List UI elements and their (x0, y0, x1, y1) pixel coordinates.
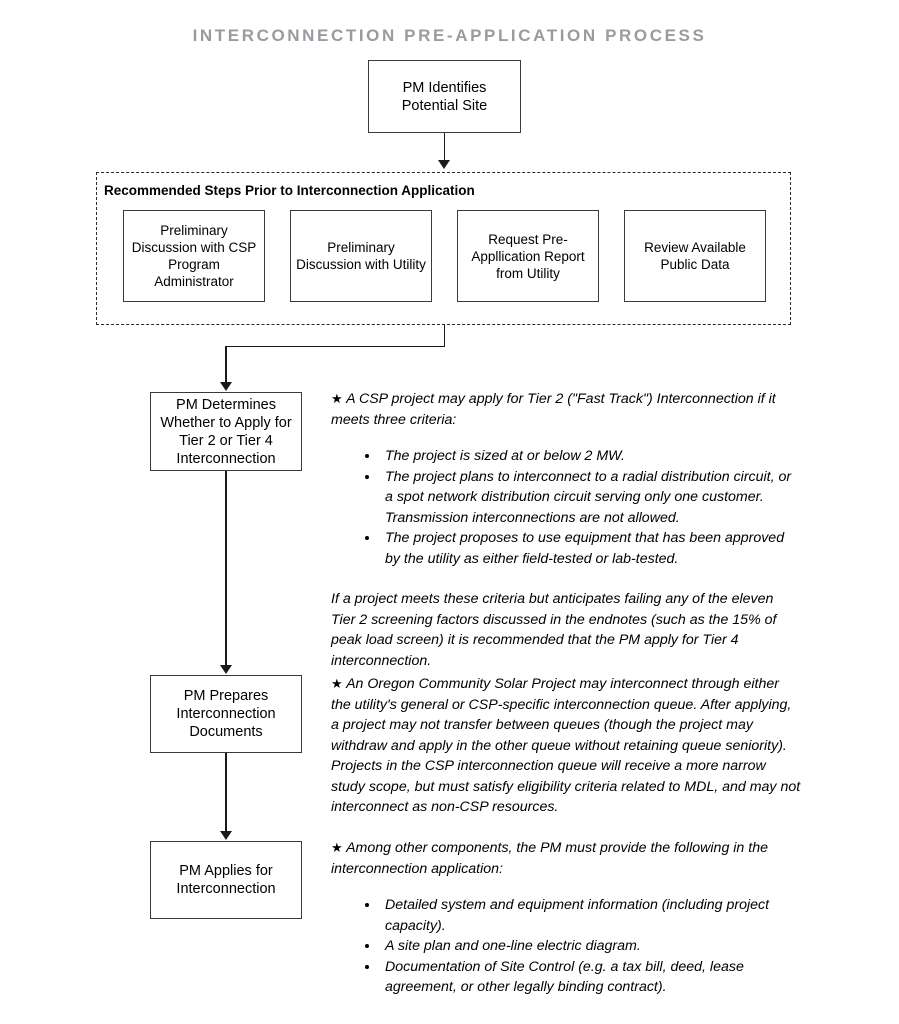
step-box-label: Review Available Public Data (644, 240, 746, 272)
page-title: INTERCONNECTION PRE-APPLICATION PROCESS (192, 26, 707, 45)
star-icon: ★ (331, 391, 343, 406)
list-item: The project is sized at or below 2 MW. (365, 446, 801, 467)
list-item: Documentation of Site Control (e.g. a ta… (365, 957, 801, 998)
arrowhead-identify-to-group (438, 160, 450, 169)
annotation-lead-text: An Oregon Community Solar Project may in… (331, 676, 801, 815)
connector-group-to-determine-seg3 (225, 345, 227, 384)
arrowhead-determine-to-prepare (219, 665, 232, 674)
star-icon: ★ (331, 676, 343, 691)
step-box-request-pre-application-report[interactable]: Request Pre-Appllication Report from Uti… (457, 210, 599, 302)
annotation-interconnection-queue: ★ An Oregon Community Solar Project may … (331, 674, 801, 818)
annotation-lead-text: Among other components, the PM must prov… (331, 840, 768, 877)
annotation-lead-paragraph: ★ A CSP project may apply for Tier 2 ("F… (331, 389, 801, 430)
process-box-pm-identifies-site[interactable]: PM Identifies Potential Site (368, 60, 521, 133)
connector-group-to-determine-seg1 (443, 325, 446, 347)
annotation-tier-criteria: ★ A CSP project may apply for Tier 2 ("F… (331, 389, 801, 671)
process-box-pm-determines-tier[interactable]: PM Determines Whether to Apply for Tier … (150, 392, 302, 471)
list-item: Detailed system and equipment informatio… (365, 895, 801, 936)
list-item: The project proposes to use equipment th… (365, 528, 801, 569)
recommended-steps-group (96, 172, 791, 325)
list-item: The project plans to interconnect to a r… (365, 467, 801, 529)
step-box-label: Preliminary Discussion with CSP Program … (131, 223, 257, 289)
connector-determine-to-prepare (225, 471, 227, 666)
annotation-lead-paragraph: ★ Among other components, the PM must pr… (331, 838, 801, 879)
step-box-label: Request Pre-Appllication Report from Uti… (471, 231, 585, 281)
step-box-review-available-public-data[interactable]: Review Available Public Data (624, 210, 766, 302)
process-box-pm-applies-interconnection[interactable]: PM Applies for Interconnection (150, 841, 302, 919)
star-icon: ★ (331, 840, 343, 855)
process-box-label: PM Determines Whether to Apply for Tier … (160, 396, 292, 467)
step-box-preliminary-discussion-utility[interactable]: Preliminary Discussion with Utility (290, 210, 432, 302)
annotation-lead-paragraph: ★ An Oregon Community Solar Project may … (331, 674, 801, 818)
recommended-steps-group-label: Recommended Steps Prior to Interconnecti… (104, 183, 475, 198)
process-box-label: PM Prepares Interconnection Documents (176, 688, 276, 740)
annotation-bullet-list: Detailed system and equipment informatio… (331, 895, 801, 998)
list-item: A site plan and one-line electric diagra… (365, 936, 801, 957)
connector-identify-to-group (443, 133, 446, 161)
annotation-closing-paragraph: If a project meets these criteria but an… (331, 591, 777, 669)
connector-group-to-determine-seg2 (225, 345, 445, 348)
process-box-label: PM Applies for Interconnection (176, 863, 276, 897)
process-box-label: PM Identifies Potential Site (401, 79, 488, 114)
step-box-preliminary-discussion-csp[interactable]: Preliminary Discussion with CSP Program … (123, 210, 265, 302)
arrowhead-group-to-determine (219, 382, 232, 391)
step-box-label: Preliminary Discussion with Utility (296, 240, 426, 272)
process-box-pm-prepares-documents[interactable]: PM Prepares Interconnection Documents (150, 675, 302, 753)
connector-prepare-to-apply (225, 753, 227, 832)
annotation-application-contents: ★ Among other components, the PM must pr… (331, 838, 801, 998)
arrowhead-prepare-to-apply (219, 831, 232, 840)
annotation-lead-text: A CSP project may apply for Tier 2 ("Fas… (331, 391, 776, 428)
annotation-bullet-list: The project is sized at or below 2 MW. T… (331, 446, 801, 569)
